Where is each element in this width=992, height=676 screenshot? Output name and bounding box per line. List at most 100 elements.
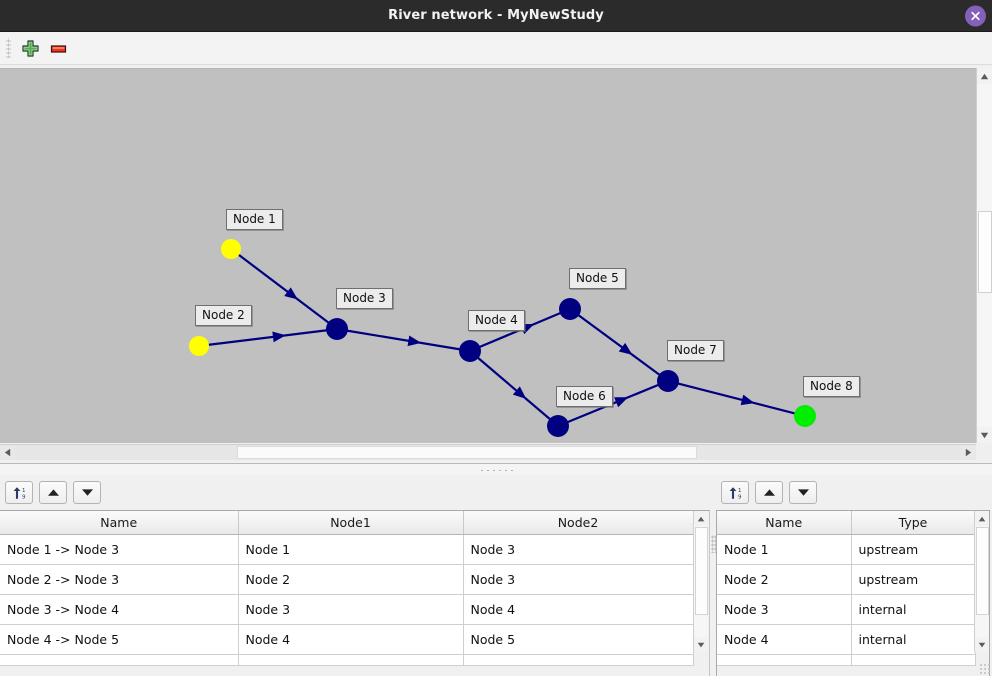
graph-vertical-scrollbar[interactable]: [976, 68, 992, 443]
cell-name[interactable]: Node 1: [717, 534, 852, 565]
cell-node1[interactable]: Node 4: [238, 624, 464, 655]
graph-edge[interactable]: [476, 356, 552, 421]
cell-node2[interactable]: Node 4: [463, 594, 694, 625]
column-header-name[interactable]: Name: [717, 511, 852, 535]
graph-viewport[interactable]: Node 1 Node 2 Node 3 Node 4 Node 5 Node 6 Node…: [0, 68, 976, 443]
cell-empty[interactable]: [717, 654, 852, 666]
table-row-empty[interactable]: [0, 654, 694, 666]
column-header-node2[interactable]: Node2: [463, 511, 694, 535]
scroll-down-icon[interactable]: [975, 637, 989, 652]
cell-name[interactable]: Node 1 -> Node 3: [0, 534, 239, 565]
toolbar-drag-handle[interactable]: [6, 38, 11, 58]
cell-node2[interactable]: Node 3: [463, 534, 694, 565]
cell-empty[interactable]: [0, 654, 239, 666]
cell-name[interactable]: Node 3: [717, 594, 852, 625]
branches-move-up-button[interactable]: [39, 481, 67, 504]
nodes-vscroll-thumb[interactable]: [976, 527, 989, 615]
cell-node2[interactable]: Node 3: [463, 564, 694, 595]
graph-horizontal-scrollbar[interactable]: [0, 444, 976, 460]
cell-empty[interactable]: [851, 654, 976, 666]
cell-type[interactable]: internal: [851, 624, 976, 655]
graph-node-label-node-7[interactable]: Node 7: [667, 340, 724, 361]
remove-node-button[interactable]: [44, 35, 72, 62]
branches-vertical-scrollbar[interactable]: [693, 511, 708, 652]
cell-node1[interactable]: Node 1: [238, 534, 464, 565]
branches-vscroll-thumb[interactable]: [695, 527, 708, 615]
graph-edge[interactable]: [346, 329, 461, 351]
window-resize-grip-icon[interactable]: [979, 663, 990, 674]
cell-node1[interactable]: Node 2: [238, 564, 464, 595]
cell-type[interactable]: internal: [851, 594, 976, 625]
column-header-node1[interactable]: Node1: [238, 511, 464, 535]
scroll-up-icon[interactable]: [977, 68, 992, 84]
graph-edge[interactable]: [207, 329, 328, 346]
column-header-type[interactable]: Type: [851, 511, 976, 535]
graph-node-node-4[interactable]: [459, 340, 481, 362]
graph-node-node-8[interactable]: [794, 405, 816, 427]
graph-edge[interactable]: [237, 253, 330, 324]
cell-name[interactable]: Node 2: [717, 564, 852, 595]
graph-node-label-node-4[interactable]: Node 4: [468, 310, 525, 331]
horizontal-splitter[interactable]: [0, 463, 992, 475]
cell-name[interactable]: Node 2 -> Node 3: [0, 564, 239, 595]
graph-canvas[interactable]: Node 1 Node 2 Node 3 Node 4 Node 5 Node 6 Node…: [0, 69, 976, 443]
nodes-panel-drag-handle[interactable]: [711, 535, 716, 553]
nodes-move-down-button[interactable]: [789, 481, 817, 504]
graph-node-node-6[interactable]: [547, 415, 569, 437]
cell-name[interactable]: Node 3 -> Node 4: [0, 594, 239, 625]
cell-type[interactable]: upstream: [851, 564, 976, 595]
graph-node-label-node-2[interactable]: Node 2: [195, 305, 252, 326]
graph-node-node-1[interactable]: [221, 239, 241, 259]
add-node-button[interactable]: [16, 35, 44, 62]
graph-node-label-node-6[interactable]: Node 6: [556, 386, 613, 407]
close-icon[interactable]: [965, 5, 986, 26]
cell-empty[interactable]: [463, 654, 694, 666]
cell-name[interactable]: Node 4 -> Node 5: [0, 624, 239, 655]
graph-node-node-2[interactable]: [189, 336, 209, 356]
cell-node1[interactable]: Node 3: [238, 594, 464, 625]
graph-node-label-node-3[interactable]: Node 3: [336, 288, 393, 309]
scroll-down-icon[interactable]: [977, 427, 992, 443]
cell-name[interactable]: Node 4: [717, 624, 852, 655]
scroll-up-icon[interactable]: [694, 511, 708, 526]
nodes-vertical-scrollbar[interactable]: [974, 511, 989, 652]
splitter-grip-icon: [479, 468, 513, 471]
graph-node-label-node-5[interactable]: Node 5: [569, 268, 626, 289]
graph-vscroll-thumb[interactable]: [978, 211, 992, 293]
scroll-left-icon[interactable]: [0, 445, 15, 460]
scroll-right-icon[interactable]: [961, 445, 976, 460]
graph-hscroll-thumb[interactable]: [237, 446, 697, 459]
nodes-sort-button[interactable]: 1 9: [721, 481, 749, 504]
branches-move-down-button[interactable]: [73, 481, 101, 504]
graph-edge[interactable]: [677, 382, 796, 415]
graph-node-node-3[interactable]: [326, 318, 348, 340]
cell-node2[interactable]: Node 5: [463, 624, 694, 655]
cell-empty[interactable]: [238, 654, 464, 666]
window-titlebar: River network - MyNewStudy: [0, 0, 992, 32]
graph-node-label-node-8[interactable]: Node 8: [803, 376, 860, 397]
graph-node-node-5[interactable]: [559, 298, 581, 320]
branches-sort-button[interactable]: 1 9: [5, 481, 33, 504]
graph-node-label-node-1[interactable]: Node 1: [226, 209, 283, 230]
column-header-name[interactable]: Name: [0, 511, 239, 535]
svg-text:1: 1: [738, 488, 742, 494]
graph-node-node-7[interactable]: [657, 370, 679, 392]
cell-type[interactable]: upstream: [851, 534, 976, 565]
scroll-up-icon[interactable]: [975, 511, 989, 526]
scroll-down-icon[interactable]: [694, 637, 708, 652]
nodes-move-up-button[interactable]: [755, 481, 783, 504]
table-row-empty[interactable]: [717, 654, 976, 666]
graph-edge[interactable]: [566, 383, 660, 424]
graph-edge[interactable]: [577, 314, 661, 376]
